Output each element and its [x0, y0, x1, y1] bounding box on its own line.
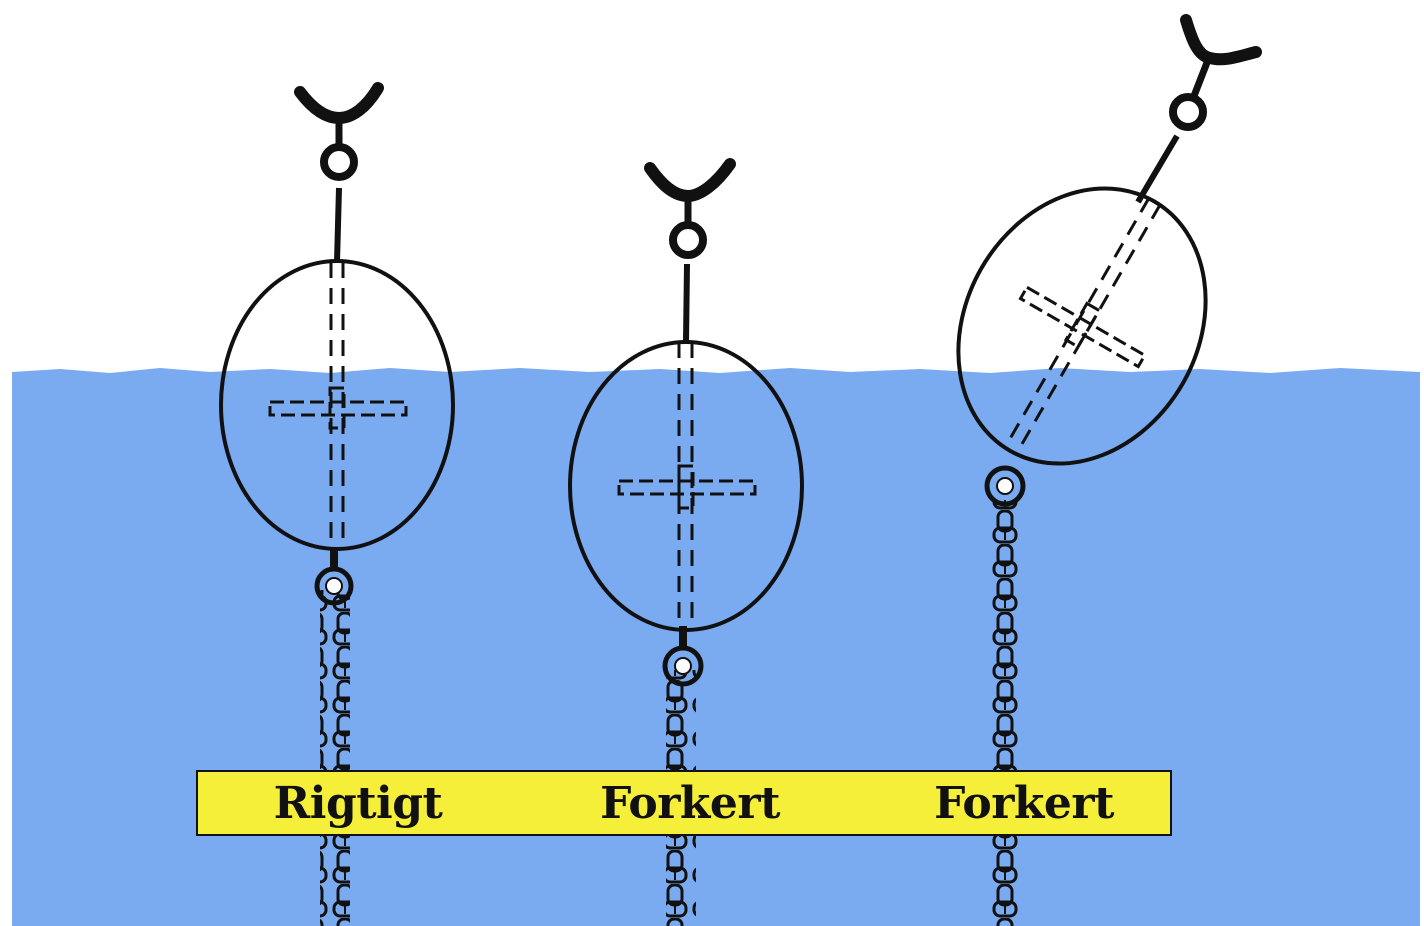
buoy-correct: [219, 82, 455, 926]
top-ring: [1169, 93, 1207, 131]
chain: [988, 500, 1018, 926]
water-area: [12, 368, 1420, 926]
label-wrong-2: Forkert: [934, 777, 1114, 829]
bottom-shackle: [314, 548, 354, 606]
label-correct: Rigtigt: [273, 777, 443, 829]
buoy-body: [568, 340, 804, 632]
bottom-shackle: [662, 626, 704, 687]
label-bar: Rigtigt Forkert Forkert: [196, 770, 1172, 836]
label-wrong-1: Forkert: [600, 777, 780, 829]
mooring-fork-icon: [644, 158, 736, 224]
mooring-fork-icon: [1180, 14, 1262, 98]
mooring-fork-icon: [294, 82, 384, 146]
top-ring: [669, 221, 707, 259]
buoy-body: [956, 186, 1208, 466]
top-ring: [320, 143, 358, 181]
bottom-shackle: [984, 465, 1026, 507]
buoy-body: [219, 259, 455, 551]
buoy-wrong-tilted: [956, 14, 1262, 926]
chain: [320, 590, 350, 926]
